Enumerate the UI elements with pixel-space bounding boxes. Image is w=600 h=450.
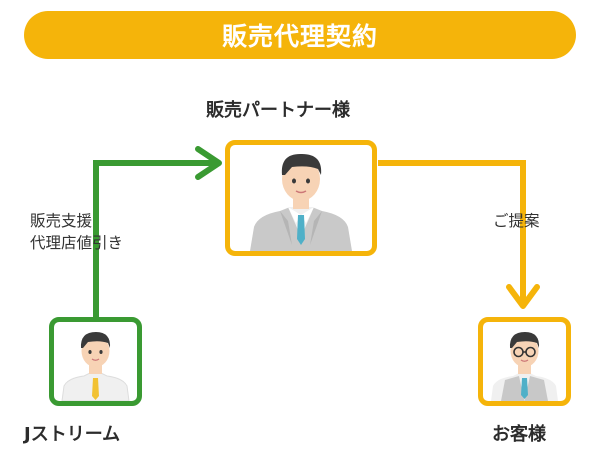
edge-note-partner-customer: ご提案: [493, 212, 540, 230]
edge-note-line2: 代理店値引き: [30, 234, 124, 252]
partner-label: 販売パートナー様: [206, 100, 350, 121]
staff-icon: [61, 332, 130, 401]
diagram-title: 販売代理契約: [221, 22, 378, 51]
customer-with-glasses-icon: [491, 332, 558, 401]
arrow-jstream-to-partner: [93, 160, 220, 318]
customer-box: [478, 317, 571, 406]
arrow-head-yellow: [506, 284, 540, 309]
partner-box: [225, 140, 377, 256]
jstream-label: Jストリーム: [24, 424, 121, 445]
edge-note-line1: 販売支援: [30, 212, 93, 230]
jstream-box: [49, 317, 142, 406]
title-banner: 販売代理契約: [24, 11, 576, 59]
arrow-head-green: [195, 146, 222, 180]
customer-label: お客様: [492, 424, 546, 445]
businessman-icon: [250, 153, 352, 251]
edge-note-jstream-partner: 販売支援 代理店値引き: [30, 210, 123, 254]
arrow-partner-to-customer: [378, 160, 526, 305]
